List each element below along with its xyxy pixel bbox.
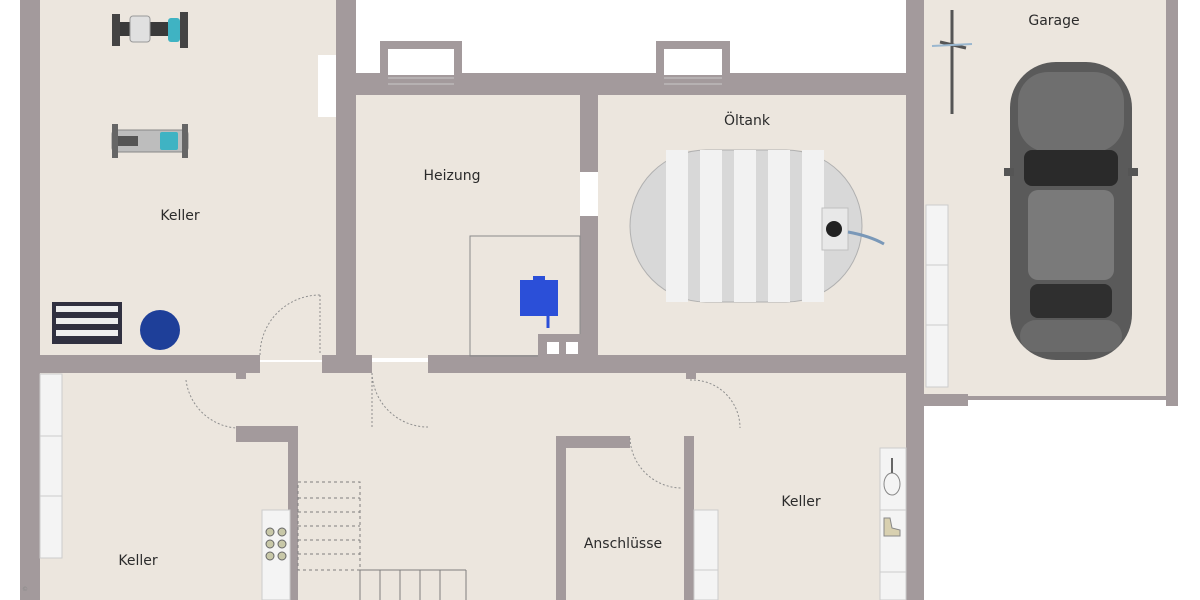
dumbbell-rack-icon (52, 302, 122, 344)
windows (318, 49, 722, 216)
door-swings (185, 294, 741, 489)
anschluesse-shelf-icon (693, 509, 719, 600)
oil-tank-icon (629, 149, 885, 303)
room-label-heizung: Heizung (423, 168, 481, 184)
room-label-keller-sw: Keller (118, 553, 158, 569)
exercise-bike-icon (112, 12, 188, 48)
boiler-icon (520, 280, 558, 316)
boots-icon (883, 517, 901, 537)
room-label-anschluesse: Anschlüsse (583, 536, 663, 552)
walls (20, 0, 1178, 600)
room-label-keller-nw: Keller (160, 208, 200, 224)
garage-shelf-icon (925, 204, 949, 388)
keller-shelf-icon (39, 373, 63, 559)
rowing-machine-icon (111, 124, 189, 158)
room-label-garage: Garage (1028, 13, 1080, 29)
boiler-room-box (469, 235, 582, 358)
washing-machine-icon (261, 509, 291, 600)
room-label-keller-se: Keller (781, 494, 821, 510)
staircase-icon (297, 481, 467, 600)
bicycle-icon (931, 10, 973, 114)
car-icon (1004, 62, 1138, 360)
gym-ball-icon (140, 310, 180, 350)
watermark: © (22, 586, 28, 593)
tennis-racket-icon (883, 458, 901, 496)
room-label-oeltank: Öltank (724, 113, 770, 129)
